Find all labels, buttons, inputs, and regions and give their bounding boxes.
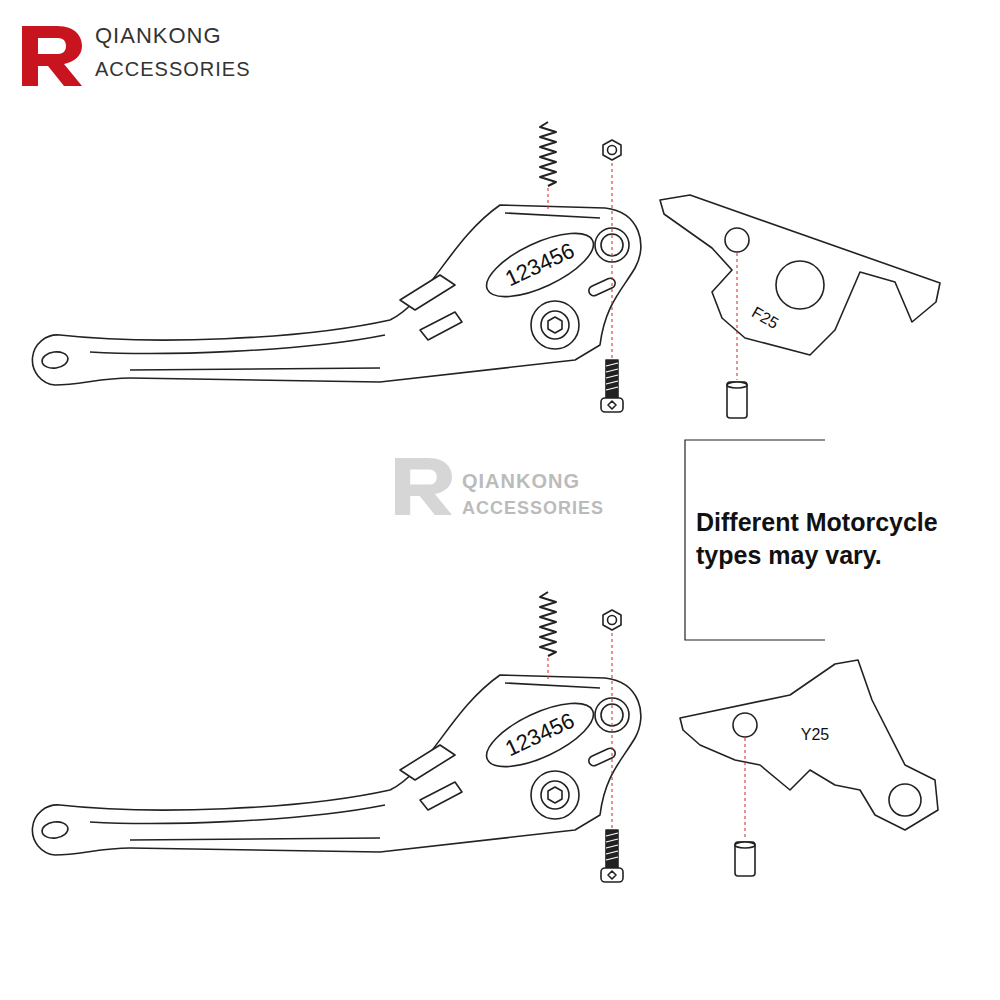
lever-assembly [32,592,640,882]
bracket-code: Y25 [801,726,829,744]
bracket-code: F25 [749,303,782,332]
adapter-bracket [660,195,940,418]
brand-logo [22,26,82,86]
note-text: Different Motorcycle types may vary. [696,506,969,571]
watermark-text: ACCESSORIES [462,499,604,519]
note-bracket [685,440,825,640]
brand-name: QIANKONG [95,24,222,48]
watermark-text: QIANKONG [462,470,580,492]
brand-subtitle: ACCESSORIES [95,58,250,80]
note-box: Different Motorcycle types may vary. [690,502,975,575]
watermark-logo [395,458,452,515]
adapter-bracket [680,660,938,876]
adjuster-scale: 123456 [502,239,579,292]
adjuster-scale: 123456 [502,709,579,762]
lever-assembly [32,122,640,412]
